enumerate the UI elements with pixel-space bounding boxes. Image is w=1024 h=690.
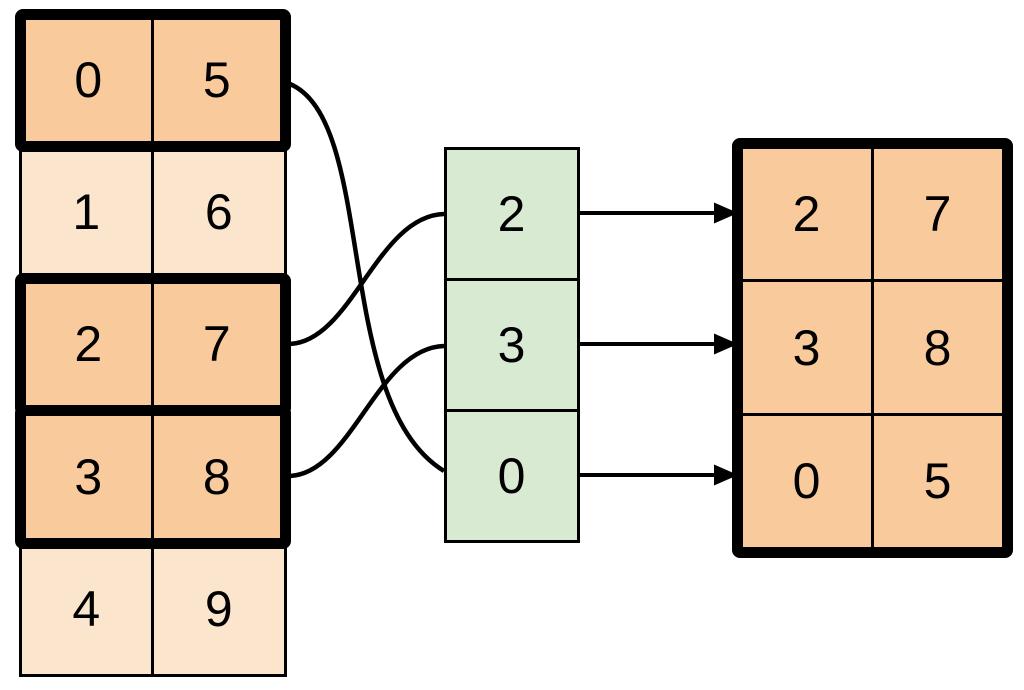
result-cell-r1c1: 8 xyxy=(923,319,952,376)
index-cell-2: 0 xyxy=(497,447,526,504)
index-cell-1: 3 xyxy=(446,281,577,412)
source-table-row-4: 4 9 xyxy=(18,541,287,677)
result-table-row-0: 2 7 xyxy=(742,148,1002,283)
source-table-row-0-highlighted: 0 5 xyxy=(14,8,291,152)
source-cell-r1c0: 1 xyxy=(22,147,154,277)
result-table: 2 7 3 8 0 5 xyxy=(731,137,1013,558)
source-cell-r4c1: 9 xyxy=(204,581,233,637)
curve-left-row-0-to-index-cell-2 xyxy=(289,81,446,473)
source-cell-r0c0: 0 xyxy=(26,19,154,141)
source-cell-r0c1: 5 xyxy=(202,52,231,108)
index-column: 2 3 0 xyxy=(443,146,580,543)
source-table-row-1: 1 6 xyxy=(18,144,287,280)
source-cell-r3c0: 3 xyxy=(26,415,154,538)
curve-left-row-3-to-index-cell-1 xyxy=(289,343,445,479)
result-table-row-2: 0 5 xyxy=(743,415,1002,547)
result-cell-r0c0: 2 xyxy=(743,148,874,280)
result-cell-r0c1: 7 xyxy=(923,185,952,242)
source-cell-r3c1: 8 xyxy=(202,448,231,505)
result-cell-r2c1: 5 xyxy=(923,453,952,510)
result-cell-r1c0: 3 xyxy=(743,282,874,413)
source-cell-r1c1: 6 xyxy=(204,184,233,240)
result-cell-r2c0: 0 xyxy=(743,415,874,547)
source-cell-r2c1: 7 xyxy=(202,316,231,372)
source-table-row-2-highlighted: 2 7 xyxy=(14,272,291,416)
curve-left-row-2-to-index-cell-0 xyxy=(289,211,445,347)
source-table-row-3-highlighted: 3 8 xyxy=(14,404,291,549)
source-cell-r2c0: 2 xyxy=(26,283,154,405)
source-cell-r4c0: 4 xyxy=(22,544,154,674)
result-table-row-1: 3 8 xyxy=(742,282,1002,416)
index-cell-0: 2 xyxy=(446,150,577,281)
